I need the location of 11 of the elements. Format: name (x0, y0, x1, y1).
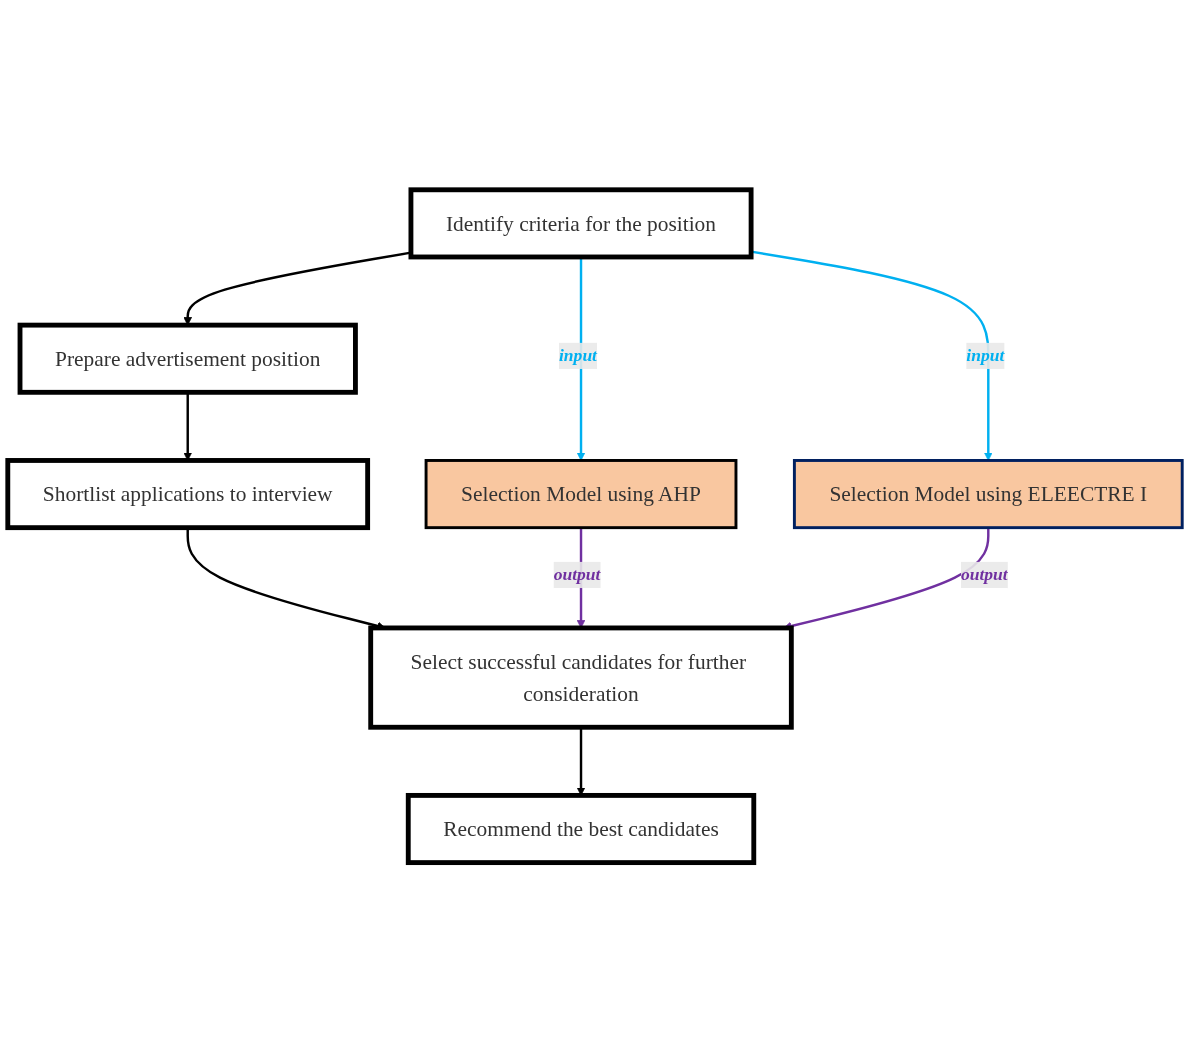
node-box: Shortlist applications to interview (5, 458, 371, 531)
node-box: Prepare advertisement position (17, 323, 358, 396)
edge-label: output (960, 564, 1008, 585)
edge-label: input (559, 345, 597, 366)
node-box: Selection Model using ELEECTRE I (792, 459, 1184, 530)
edge-label: input (966, 345, 1005, 366)
node-box: Recommend the best candidates (405, 793, 757, 866)
node-box: Selection Model using AHP (424, 459, 738, 530)
node-box: Select successful candidates for further consideration (368, 625, 794, 730)
edge-label: output (553, 564, 601, 585)
node-box: Identify criteria for the position (408, 187, 754, 260)
